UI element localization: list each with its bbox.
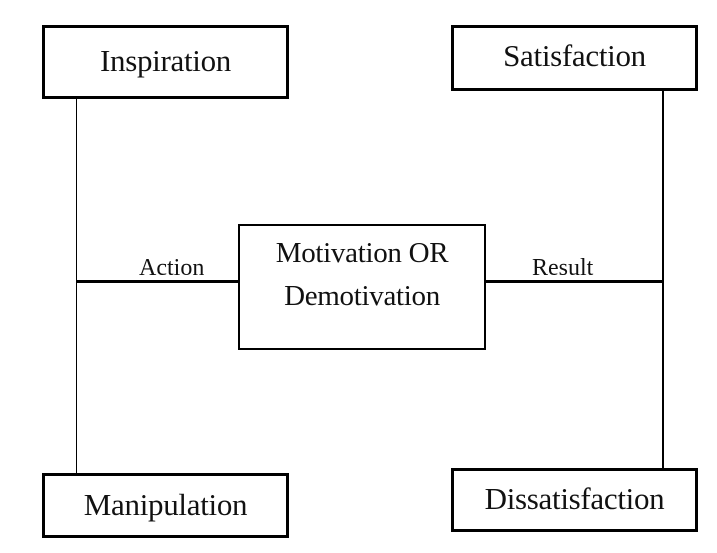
result-edge-label: Result [532,255,594,281]
action-connector [76,280,239,283]
motivation-demotivation-label: Motivation OR Demotivation [276,226,449,318]
right-vertical-connector [662,90,664,468]
result-connector [484,280,664,283]
dissatisfaction-label: Dissatisfaction [484,480,665,516]
inspiration-box: Inspiration [42,25,289,99]
center-label-line-1: Motivation OR [275,237,449,269]
center-label-line-2: Demotivation [284,280,440,312]
manipulation-box: Manipulation [42,473,289,538]
manipulation-label: Manipulation [83,487,248,522]
left-vertical-connector [76,98,77,473]
motivation-demotivation-box: Motivation OR Demotivation [238,224,486,350]
action-edge-label: Action [139,255,205,281]
dissatisfaction-box: Dissatisfaction [451,468,698,532]
satisfaction-label: Satisfaction [503,37,646,73]
inspiration-label: Inspiration [99,42,231,78]
satisfaction-box: Satisfaction [451,25,698,91]
